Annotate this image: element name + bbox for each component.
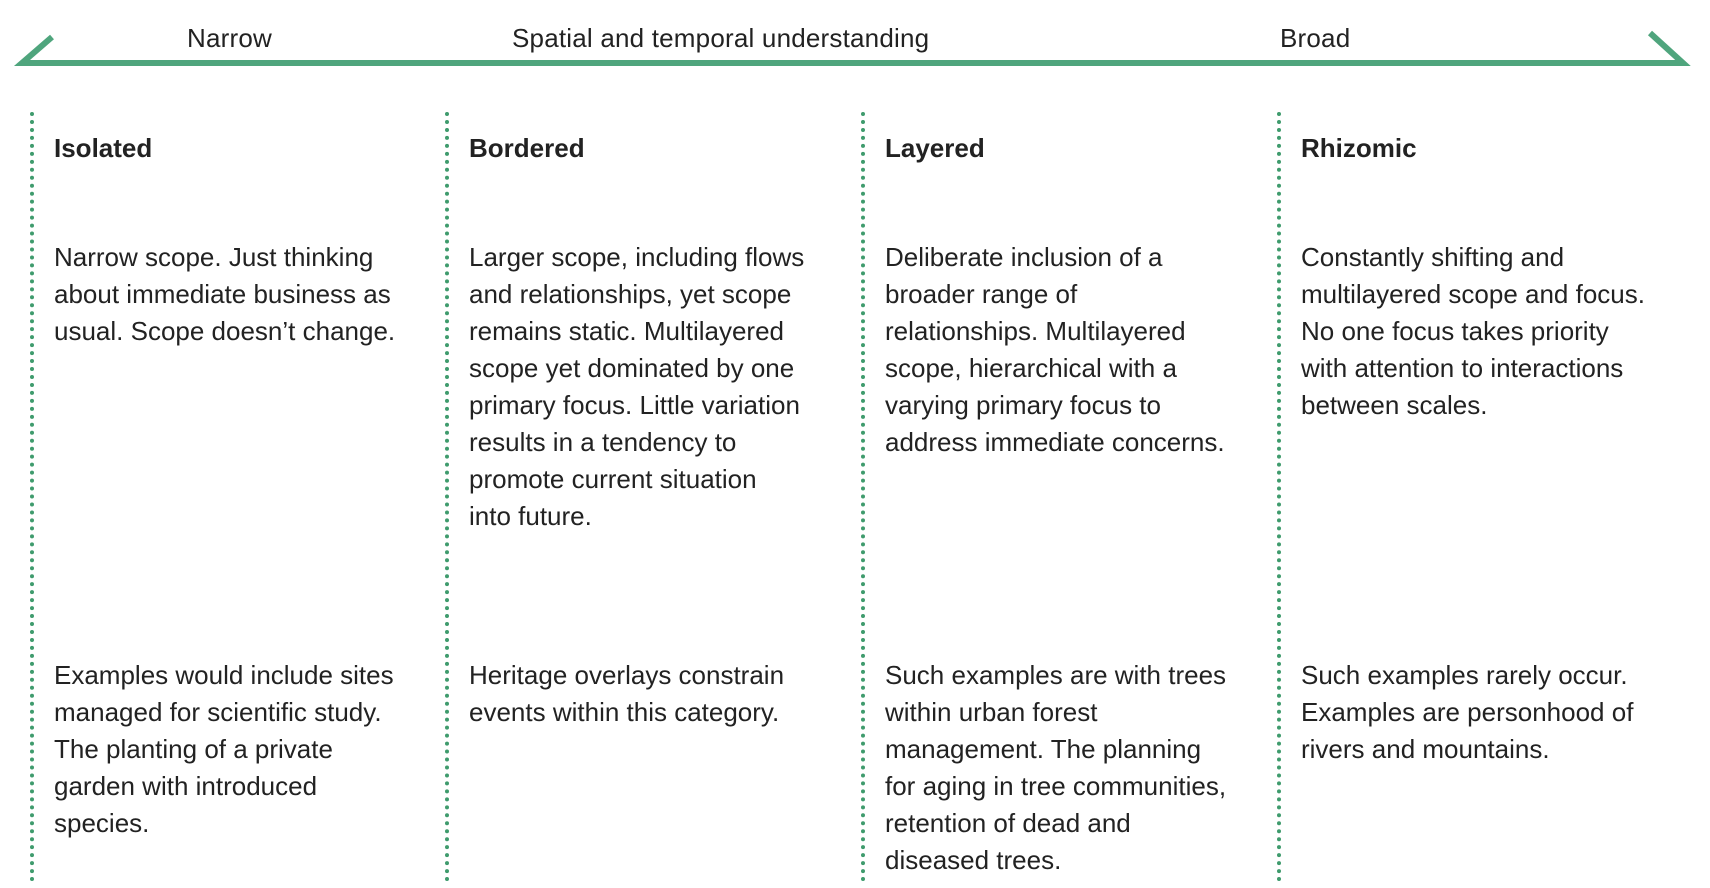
broad-label: Broad xyxy=(1280,23,1351,53)
column-description: Deliberate inclusion of a broader range … xyxy=(885,242,1225,457)
column-title: Rhizomic xyxy=(1301,133,1417,163)
column-layered: Layered Deliberate inclusion of a broade… xyxy=(861,112,1271,882)
double-headed-arrow-icon xyxy=(13,30,1691,66)
column-example: Such examples are with trees within urba… xyxy=(885,660,1227,875)
column-isolated: Isolated Narrow scope. Just thinking abo… xyxy=(30,112,420,882)
narrow-label: Narrow xyxy=(187,23,272,53)
column-example: Such examples rarely occur. Examples are… xyxy=(1301,660,1634,764)
column-rhizomic: Rhizomic Constantly shifting and multila… xyxy=(1277,112,1697,882)
column-description: Constantly shifting and multilayered sco… xyxy=(1301,242,1645,420)
column-title: Bordered xyxy=(469,133,585,163)
column-title: Isolated xyxy=(54,133,153,163)
scale-title: Spatial and temporal understanding xyxy=(512,23,930,53)
column-example: Heritage overlays constrain events withi… xyxy=(469,660,785,727)
column-description: Narrow scope. Just thinking about immedi… xyxy=(54,242,396,346)
column-description: Larger scope, including flows and relati… xyxy=(469,242,805,531)
column-title: Layered xyxy=(885,133,985,163)
column-example: Examples would include sites managed for… xyxy=(54,660,394,838)
column-bordered: Bordered Larger scope, including flows a… xyxy=(445,112,845,882)
scope-scale-arrow: Narrow Spatial and temporal understandin… xyxy=(0,0,1710,80)
